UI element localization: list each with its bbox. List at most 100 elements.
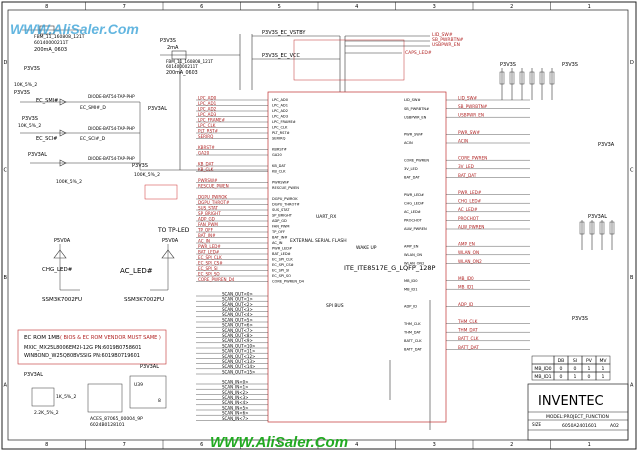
border-bottom-2: 6 [200,442,203,448]
left-pin-32: EC_SPI_SO [198,271,220,276]
left-pin-inner-10: GA20 [272,153,283,157]
left-circuit-block: P3V3S 10K_5%_2 EC_SMI# DIODE-BAT54-TAP-P… [14,82,268,185]
scan-out-5: SCAN_OUT<5> [222,317,253,322]
right-pin-inner-5: ACIN [404,141,413,145]
ec-rom-note: ( BIOS & EC ROM VENDOR MUST SAME ) [60,335,161,341]
right-pin-inner-18: WLAN_ON [404,253,422,257]
right-pin-inner-26: THM_CLK [403,322,421,326]
rail-vstby: P3V3S_EC_VSTBY [262,30,306,36]
mb-cell-0-2: SI [573,358,577,364]
right-pin-2: USBPWR_EN [458,113,484,118]
top-mid-power-block: P3V3S 2mA FBM_11_160808_121T 60140000211… [160,30,340,90]
mb-cell-0-1: DB [558,358,565,364]
border-top-7: 1 [588,4,591,10]
scan-out-4: SCAN_OUT<4> [222,312,253,317]
right-pin-9: BAT_DAT [458,173,477,178]
left-pin-inner-32: EC_SPI_SO [272,274,291,278]
led-right-title: P5V0A [162,238,179,244]
border-top-2: 6 [200,4,203,10]
left-pin-5: LPC_CLK [198,123,216,128]
mb-cell-1-3: 1 [588,366,591,372]
left-pin-26: AC_IN [198,238,210,243]
left-pin-22: ADP_GD [198,216,215,221]
scan-in-0: SCAN_IN<0> [222,379,248,384]
lc-net-5: P3V3AL [148,106,167,112]
left-pin-25: BAT_IN# [198,233,216,238]
scan-in-3: SCAN_IN<3> [222,395,248,400]
scan-in-2: SCAN_IN<2> [222,390,248,395]
left-pin-0: LPC_AD0 [198,95,217,100]
note-ext-flash: EXTERNAL SERIAL FLASH [290,238,347,244]
right-pin-inner-29: BATT_DAT [404,348,423,352]
right-pin-1: SB_PWRBTN# [458,104,488,109]
mb-cell-2-3: 0 [588,374,591,380]
top-right-nets: LID_SW# SB_PWRBTN# USBPWR_EN CAPS_LED# [345,32,464,56]
ec-rom-title: EC ROM 1MB [24,335,60,341]
left-pin-15: PWRSW# [198,178,218,183]
left-pin-30: EC_SPI_CS# [198,260,223,265]
ec-rom-text: EC ROM 1MB ( BIOS & EC ROM VENDOR MUST S… [24,335,161,359]
left-pin-33: CORE_PWREN_D4 [198,277,235,282]
scan-out-3: SCAN_OUT<3> [222,307,253,312]
tb-title: MODEL:PROJECT_FUNCTION [546,414,609,420]
bm-net: P3V3AL [140,364,159,370]
bm-part: 8 [158,398,161,404]
bm-chip: U39 [134,382,143,388]
border-right-A: A [630,382,634,388]
left-pin-6: PLT_RST# [198,128,219,133]
rl-3: P3V3A [598,142,615,148]
lc-net-2: P3V3S [22,116,38,122]
left-pin-21: SP_BRIGHT [198,211,221,216]
mb-cell-2-4: 1 [602,374,605,380]
lc-res-3: 100K_5%_2 [56,179,82,185]
right-pin-21: MB_ID0 [458,276,474,281]
right-pin-inner-21: MB_ID0 [404,279,418,283]
right-pin-inner-17: AMP_EN [404,244,419,248]
left-pin-inner-21: SP_BRIGHT [272,214,293,218]
right-pin-inner-13: AC_LED# [404,210,421,214]
left-pin-inner-2: LPC_AD2 [272,109,288,113]
led-fet-block: P5V0A P5V0A CHG_LED# AC_LED# SSM3K7002FU… [42,227,190,303]
scan-out-9: SCAN_OUT<9> [222,338,253,343]
right-pin-inner-2: USBPWR_EN [404,115,427,119]
right-pin-17: AMP_EN [458,242,475,247]
watermark-top: WWW.AliSaler.Com [10,21,139,37]
ec-rom-line-1: MXIC_MX25L8006EM2I-12G PN:6019B0758601 [24,345,141,351]
left-pin-inner-13: KB_CLK [272,170,286,174]
right-pin-inner-22: MB_ID1 [404,287,417,291]
lc-res-4: 100K_5%_2 [134,172,160,178]
scan-out-1: SCAN_OUT<1> [222,297,253,302]
scan-out-8: SCAN_OUT<8> [222,333,253,338]
right-pin-inner-1: SB_PWRBTN# [404,107,429,111]
border-top-6: 2 [510,4,513,10]
rl-1: P3V3S [500,62,516,68]
left-pin-inner-27: PWR_LED# [272,247,292,251]
scan-out-13: SCAN_OUT<13> [222,359,255,364]
mb-cell-1-4: 1 [602,366,605,372]
right-pin-0: LID_SW# [458,95,478,100]
bl-part-2: 6024B0128101 [90,422,125,428]
tm-current: 2mA [167,45,179,51]
left-pin-inner-33: CORE_PWREN_D4 [272,280,305,284]
ec-rom-box [17,329,167,365]
right-pin-inner-27: THM_DAT [403,330,422,334]
tb-size: SIZE [532,422,541,427]
left-pin-inner-18: DGPU_PWROK [272,197,298,201]
lc-diode-2: DIODE-BAT54-TAP-PHP [88,126,135,131]
tm-line-2: 60140000211T [166,64,198,69]
mb-cell-0-3: PV [586,358,593,364]
right-pin-27: THM_DAT [457,328,478,333]
left-pin-18: DGPU_PWROK [198,194,227,199]
scan-out-12: SCAN_OUT<12> [222,354,255,359]
led-left-label: CHG_LED# [42,267,73,273]
scan-out-14: SCAN_OUT<14> [222,364,255,369]
border-right-D: D [630,60,634,66]
left-pin-9: KBRST# [198,145,215,150]
border-top-5: 3 [433,4,436,10]
tr-net-3: USBPWR_EN [432,42,460,48]
tl-line-3: 200mA_0603 [34,47,67,53]
border-left-B: B [4,275,8,281]
left-pin-23: FAN_PWM [198,222,218,227]
scan-in-5: SCAN_IN<5> [222,405,248,410]
company-name: INVENTEC [538,394,604,409]
